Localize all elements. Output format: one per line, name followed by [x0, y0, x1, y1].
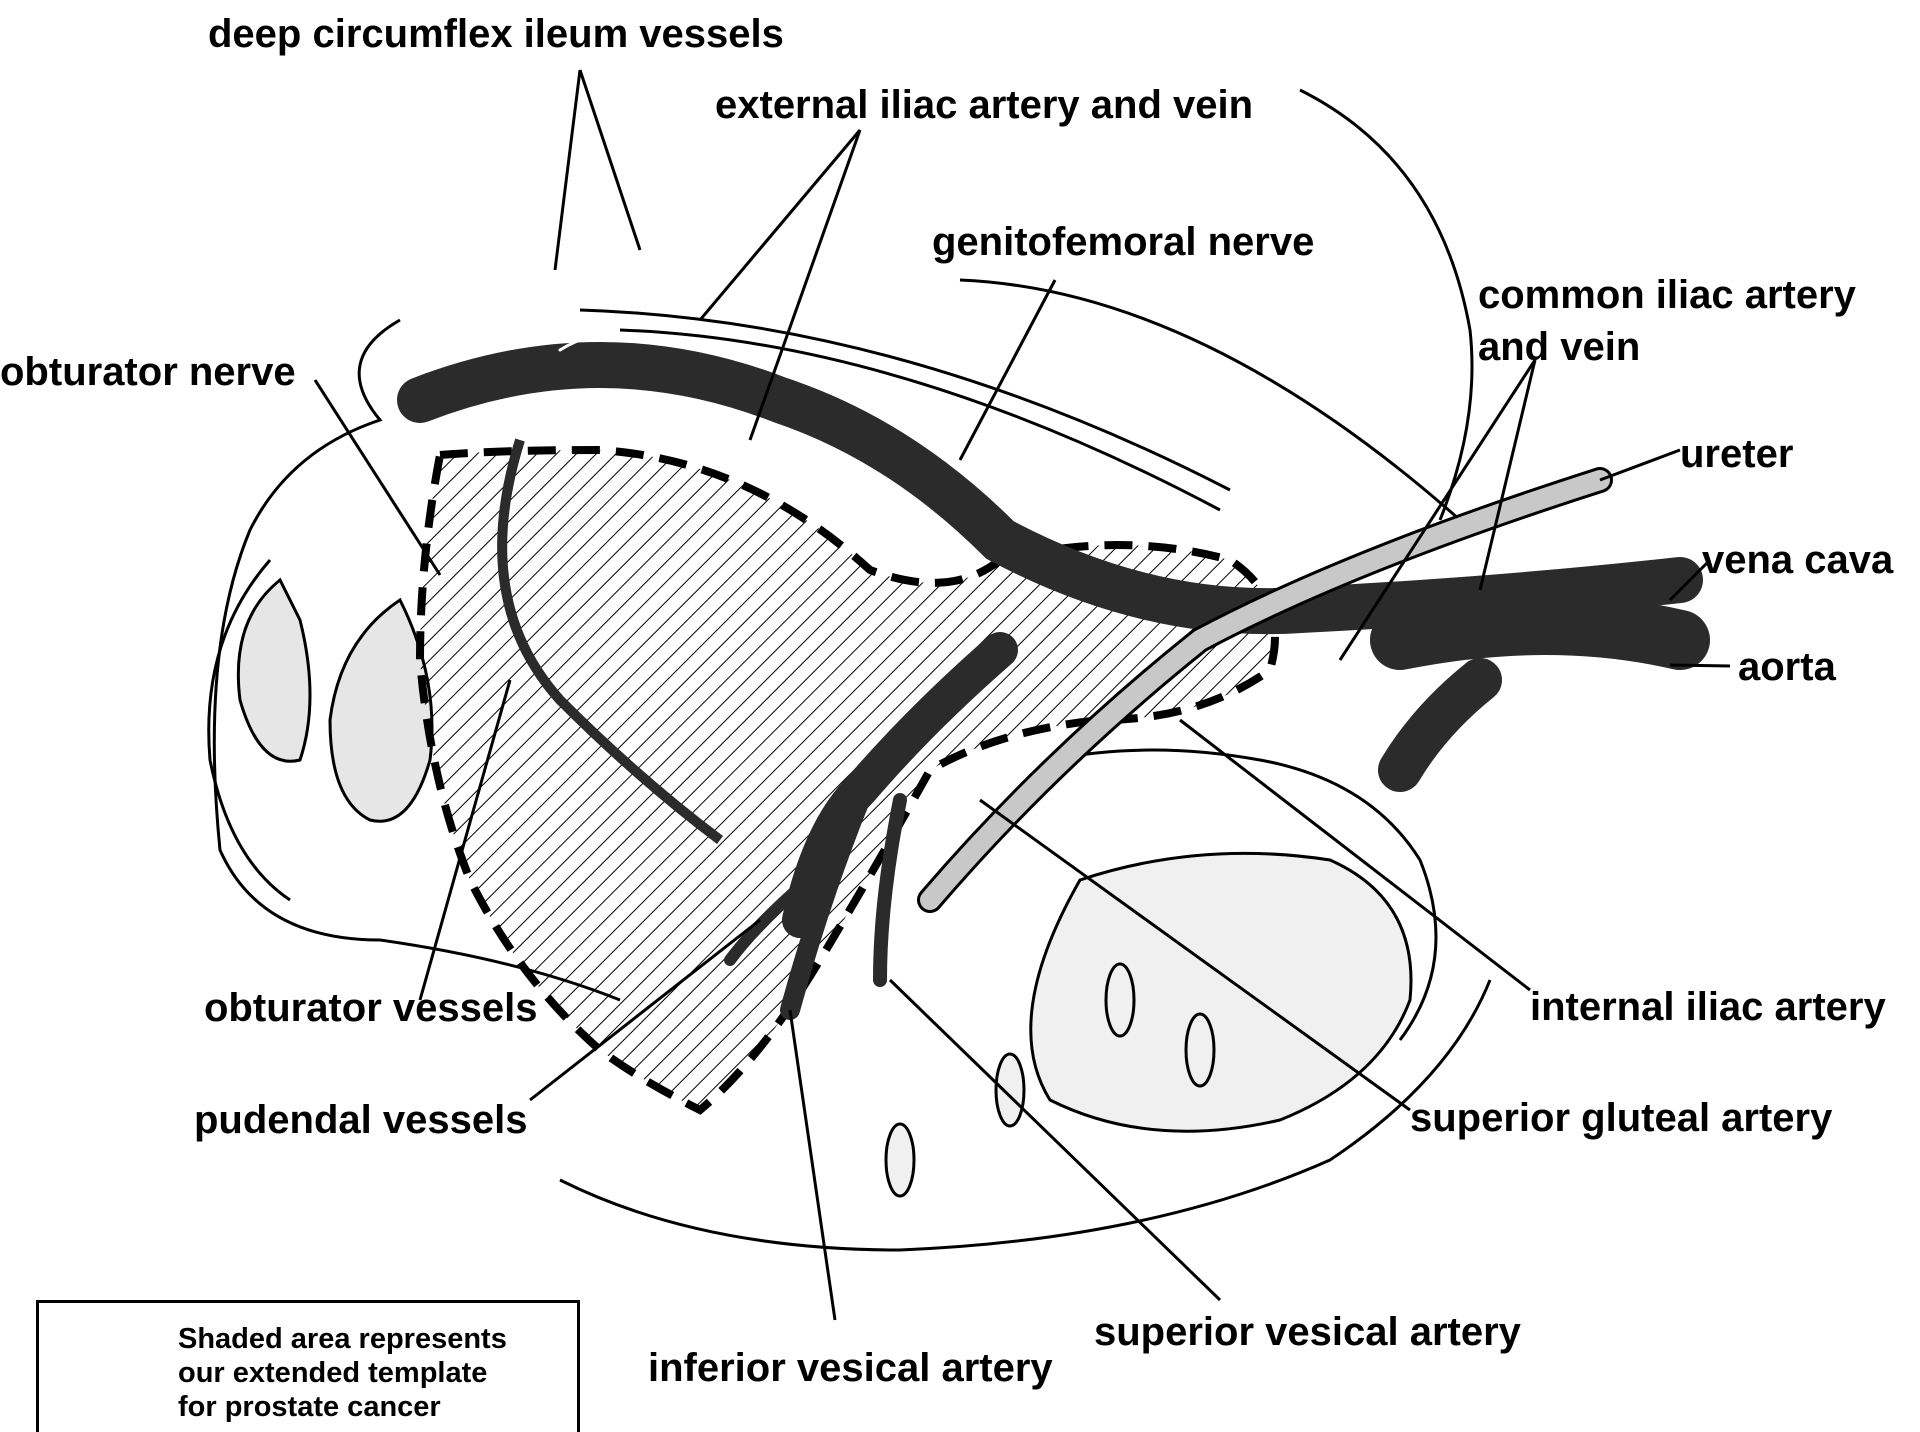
label-internal-iliac: internal iliac artery: [1530, 985, 1886, 1029]
label-superior-gluteal: superior gluteal artery: [1410, 1096, 1832, 1140]
legend-text: Shaded area represents our extended temp…: [178, 1322, 507, 1424]
label-pudendal-vessels: pudendal vessels: [194, 1098, 527, 1142]
label-common-iliac-line2: and vein: [1478, 325, 1640, 369]
label-genitofemoral: genitofemoral nerve: [932, 220, 1314, 264]
label-obturator-vessels: obturator vessels: [204, 986, 537, 1030]
label-common-iliac-line1: common iliac artery: [1478, 273, 1856, 317]
legend-line-2: our extended template: [178, 1356, 507, 1390]
aorta-vessel: [1400, 625, 1680, 770]
sacrum: [886, 853, 1411, 1196]
label-ureter: ureter: [1680, 432, 1793, 476]
obturator-foramen: [238, 580, 432, 821]
label-aorta: aorta: [1738, 645, 1836, 689]
label-inferior-vesical: inferior vesical artery: [648, 1346, 1053, 1390]
label-obturator-nerve: obturator nerve: [0, 350, 296, 394]
label-superior-vesical: superior vesical artery: [1094, 1310, 1521, 1354]
legend-line-3: for prostate cancer: [178, 1390, 507, 1424]
label-vena-cava: vena cava: [1702, 538, 1893, 582]
label-external-iliac: external iliac artery and vein: [715, 83, 1253, 127]
label-deep-circumflex: deep circumflex ileum vessels: [208, 12, 784, 56]
legend-line-1: Shaded area represents: [178, 1322, 507, 1356]
